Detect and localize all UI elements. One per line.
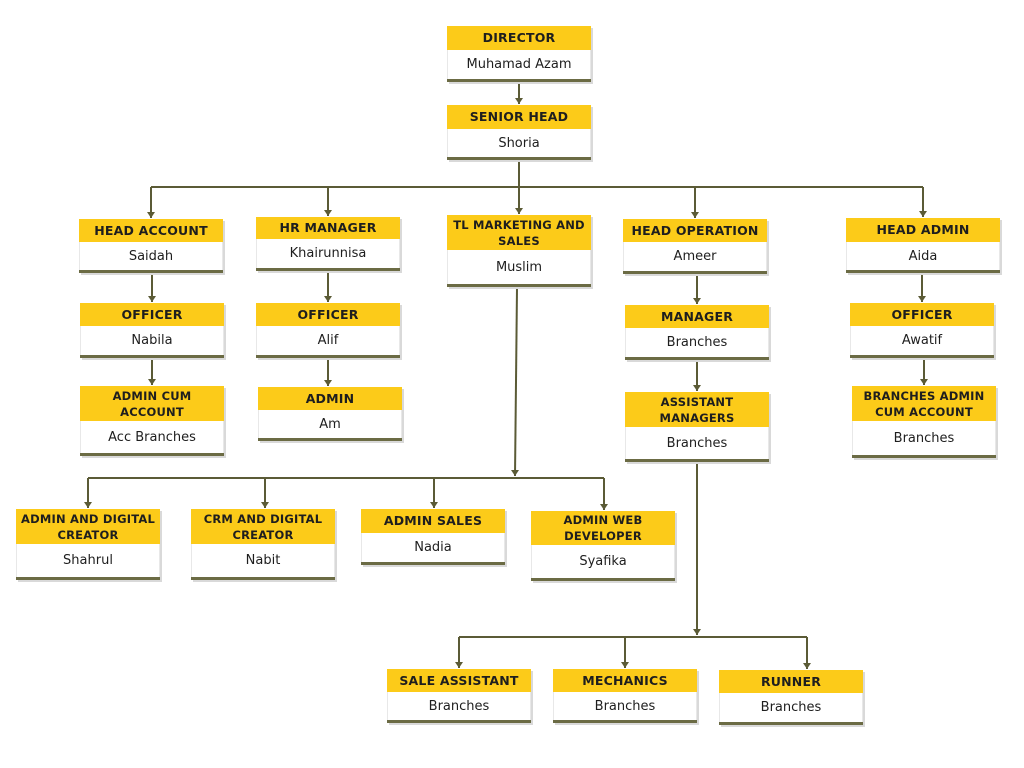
node-officer-hr: OFFICER Alif [256,303,400,358]
node-title: HR MANAGER [256,217,400,239]
node-name: Branches [625,328,769,357]
node-name: Awatif [850,326,994,355]
node-tl-marketing: TL MARKETING AND SALES Muslim [447,215,591,287]
node-title: HEAD ADMIN [846,218,1000,242]
node-name: Branches [625,427,769,459]
node-name: Branches [852,421,996,455]
node-title: ASSISTANT MANAGERS [625,392,769,427]
node-name: Branches [387,692,531,720]
node-title: ADMIN [258,387,402,410]
node-officer-admin: OFFICER Awatif [850,303,994,358]
node-director: DIRECTOR Muhamad Azam [447,26,591,82]
node-sale-assistant: SALE ASSISTANT Branches [387,669,531,723]
node-name: Shoria [447,129,591,157]
node-name: Alif [256,326,400,355]
node-title: ADMIN AND DIGITAL CREATOR [16,509,160,544]
node-title: HEAD OPERATION [623,219,767,242]
node-name: Aida [846,242,1000,270]
node-admin-cum-account: ADMIN CUM ACCOUNT Acc Branches [80,386,224,456]
node-title: ADMIN WEB DEVELOPER [531,511,675,545]
node-title: DIRECTOR [447,26,591,50]
node-name: Syafika [531,545,675,578]
node-title: TL MARKETING AND SALES [447,215,591,250]
node-title: MANAGER [625,305,769,328]
node-title: OFFICER [80,303,224,326]
node-head-account: HEAD ACCOUNT Saidah [79,219,223,273]
node-title: ADMIN SALES [361,509,505,533]
node-name: Shahrul [16,544,160,577]
node-name: Khairunnisa [256,239,400,268]
node-title: MECHANICS [553,669,697,692]
node-title: OFFICER [256,303,400,326]
node-title: RUNNER [719,670,863,693]
node-admin-web-developer: ADMIN WEB DEVELOPER Syafika [531,511,675,581]
node-runner: RUNNER Branches [719,670,863,725]
node-head-operation: HEAD OPERATION Ameer [623,219,767,274]
node-admin-sales: ADMIN SALES Nadia [361,509,505,565]
node-officer-account: OFFICER Nabila [80,303,224,358]
node-senior-head: SENIOR HEAD Shoria [447,105,591,160]
node-title: HEAD ACCOUNT [79,219,223,242]
node-branches-admin: BRANCHES ADMIN CUM ACCOUNT Branches [852,386,996,458]
node-admin-hr: ADMIN Am [258,387,402,441]
node-crm-digital-creator: CRM AND DIGITAL CREATOR Nabit [191,509,335,580]
node-title: OFFICER [850,303,994,326]
node-name: Saidah [79,242,223,270]
node-name: Muslim [447,250,591,284]
node-head-admin: HEAD ADMIN Aida [846,218,1000,273]
node-name: Nadia [361,533,505,562]
node-title: BRANCHES ADMIN CUM ACCOUNT [852,386,996,421]
node-name: Ameer [623,242,767,271]
node-name: Am [258,410,402,438]
node-name: Branches [719,693,863,722]
node-name: Nabila [80,326,224,355]
node-assistant-managers: ASSISTANT MANAGERS Branches [625,392,769,462]
node-title: SALE ASSISTANT [387,669,531,692]
node-name: Nabit [191,544,335,577]
node-name: Branches [553,692,697,720]
node-title: CRM AND DIGITAL CREATOR [191,509,335,544]
node-mechanics: MECHANICS Branches [553,669,697,723]
node-admin-digital-creator: ADMIN AND DIGITAL CREATOR Shahrul [16,509,160,580]
node-name: Muhamad Azam [447,50,591,79]
node-title: SENIOR HEAD [447,105,591,129]
node-name: Acc Branches [80,421,224,453]
node-title: ADMIN CUM ACCOUNT [80,386,224,421]
connector-marketing-down [511,287,519,477]
node-hr-manager: HR MANAGER Khairunnisa [256,217,400,271]
node-manager-operation: MANAGER Branches [625,305,769,360]
